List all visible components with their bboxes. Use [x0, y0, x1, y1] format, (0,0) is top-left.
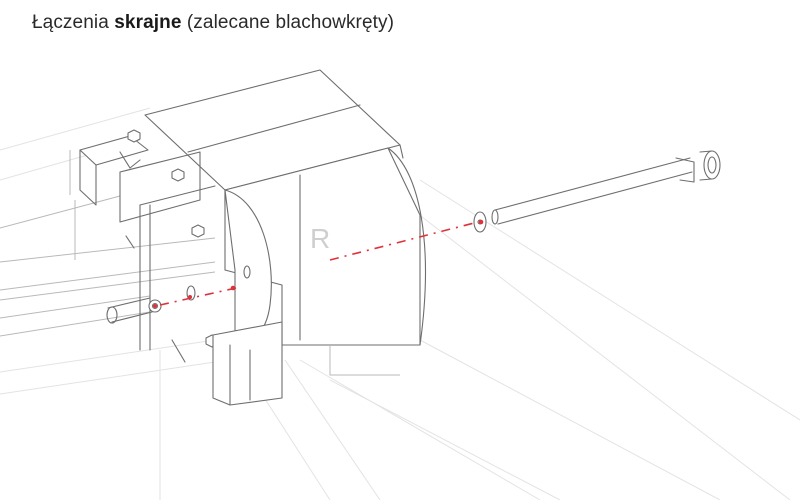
diagram-title: Łączenia skrajne (zalecane blachowkręty)	[32, 12, 394, 34]
assembly-axis	[153, 219, 484, 308]
side-marker-letter: R	[310, 223, 330, 254]
left-rails	[0, 107, 216, 395]
title-prefix: Łączenia	[32, 12, 115, 33]
title-suffix: (zalecane blachowkręty)	[181, 12, 395, 33]
support-leg	[212, 321, 400, 406]
left-tube	[106, 285, 196, 324]
axle-rod	[473, 150, 721, 233]
end-cap-housing	[224, 147, 426, 346]
brackets	[79, 135, 216, 363]
title-emphasis: skrajne	[114, 12, 182, 33]
top-cover	[144, 69, 404, 206]
